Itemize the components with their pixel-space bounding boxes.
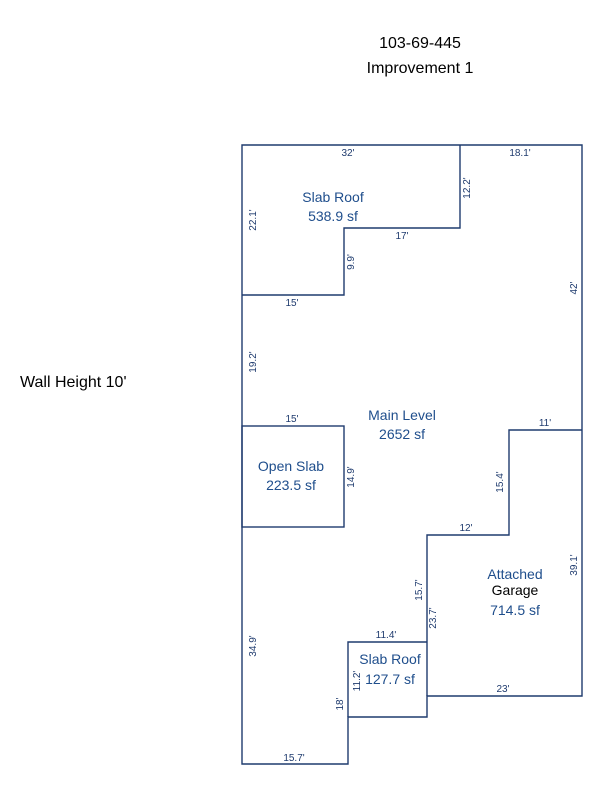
- dim-42: 42': [569, 281, 580, 294]
- open-slab-outline: [241, 425, 345, 528]
- main-level-size: 2652 sf: [379, 426, 425, 442]
- dim-14-9: 14.9': [346, 466, 357, 487]
- main-level-name: Main Level: [368, 407, 436, 423]
- open-slab-size: 223.5 sf: [266, 477, 316, 493]
- dim-11-4: 11.4': [376, 630, 397, 641]
- parcel-id: 103-69-445: [379, 35, 461, 52]
- garage-name-1: Attached: [487, 566, 542, 582]
- dim-15-4: 15.4': [495, 471, 506, 492]
- slab-roof-bottom-name: Slab Roof: [359, 651, 421, 667]
- dim-23-7: 23.7': [428, 607, 439, 628]
- dim-top-32: 32': [341, 148, 354, 159]
- outer-outline: [241, 144, 583, 765]
- dim-22-1: 22.1': [248, 209, 259, 230]
- dim-top-18-1: 18.1': [509, 148, 530, 159]
- garage-name-2: Garage: [492, 582, 539, 598]
- garage-size: 714.5 sf: [490, 602, 540, 618]
- slab-roof-top-size: 538.9 sf: [308, 208, 358, 224]
- improvement-label: Improvement 1: [366, 60, 474, 77]
- dim-23: 23': [496, 684, 509, 695]
- open-slab-name: Open Slab: [258, 458, 324, 474]
- dim-19-2: 19.2': [248, 351, 259, 372]
- dim-12: 12': [459, 523, 472, 534]
- garage-outline: [426, 429, 582, 696]
- dim-11: 11': [539, 418, 551, 429]
- dim-15-a: 15': [285, 298, 298, 309]
- slab-roof-bottom-size: 127.7 sf: [365, 671, 415, 687]
- dim-15-7-v: 15.7': [414, 579, 425, 600]
- slab-roof-bottom-outline: [347, 641, 427, 717]
- wall-height-label: Wall Height 10': [20, 374, 127, 391]
- dim-11-2: 11.2': [352, 671, 363, 692]
- dim-18: 18': [335, 697, 346, 710]
- dim-9-9: 9.9': [346, 254, 357, 270]
- dim-12-2: 12.2': [462, 177, 473, 198]
- slab-roof-top-outline: [242, 145, 461, 296]
- dim-15-7-h: 15.7': [283, 753, 304, 764]
- dim-34-9: 34.9': [248, 635, 259, 656]
- slab-roof-top-name: Slab Roof: [302, 189, 364, 205]
- dim-17: 17': [395, 231, 408, 242]
- dim-15-b: 15': [285, 414, 298, 425]
- dim-39-1: 39.1': [569, 554, 580, 575]
